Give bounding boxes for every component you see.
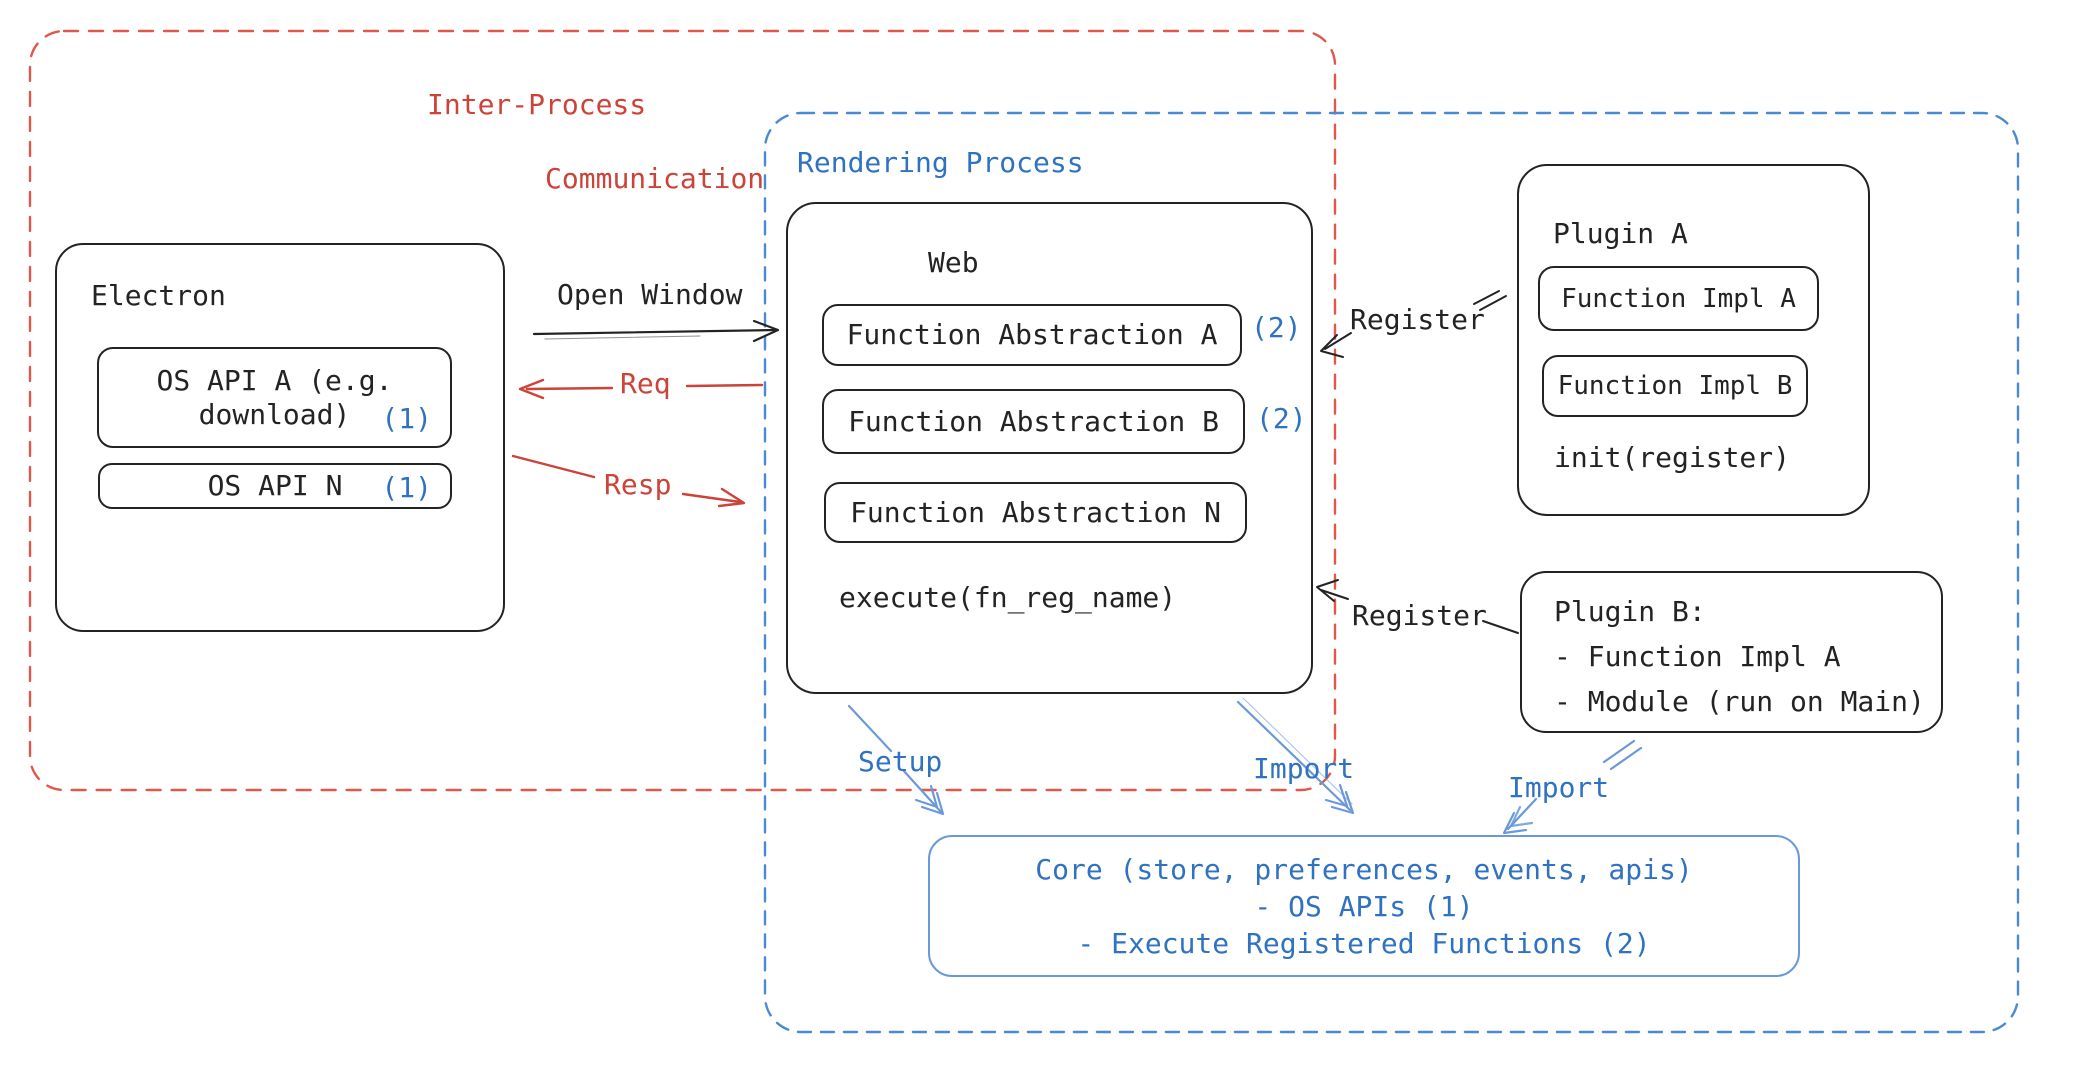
register-bottom-label: Register: [1352, 599, 1487, 632]
plugin-a-impl-a-label: Function Impl A: [1561, 283, 1796, 314]
os-api-a-box: OS API A (e.g. download) (1): [97, 347, 452, 448]
execute-note: execute(fn_reg_name): [839, 581, 1177, 614]
os-api-a-line2: download): [198, 397, 351, 431]
plugin-b-line3: - Module (run on Main): [1554, 685, 1925, 718]
plugin-b-line2: - Function Impl A: [1554, 640, 1841, 673]
core-line3: - Execute Registered Functions (2): [1077, 926, 1651, 960]
open-window-arrow: [532, 319, 780, 343]
fn-abstraction-b-badge: (2): [1256, 402, 1307, 435]
register-top-label: Register: [1350, 303, 1485, 336]
os-api-n-badge: (1): [381, 471, 432, 504]
core-text: Core (store, preferences, events, apis)-…: [1035, 851, 1692, 962]
plugin-b-line1: Plugin B:: [1554, 595, 1706, 628]
ipc-label-line1: Inter-Process: [427, 88, 647, 121]
req-label: Req: [620, 367, 671, 400]
fn-abstraction-n-box: Function Abstraction N: [824, 482, 1247, 543]
plugin-b-box: [1520, 571, 1943, 733]
os-api-n-label: OS API N: [207, 469, 343, 502]
fn-abstraction-a-badge: (2): [1251, 311, 1302, 344]
plugin-a-init-note: init(register): [1554, 441, 1791, 474]
plugin-a-box: [1517, 164, 1870, 516]
setup-label: Setup: [858, 745, 943, 778]
core-line1: Core (store, preferences, events, apis): [1035, 852, 1693, 886]
core-line2: - OS APIs (1): [1254, 889, 1474, 923]
os-api-n-box: OS API N (1): [98, 463, 452, 509]
import-plugin-label: Import: [1508, 771, 1610, 804]
fn-abstraction-n-label: Function Abstraction N: [850, 495, 1221, 529]
plugin-a-impl-b-box: Function Impl B: [1542, 355, 1808, 417]
ipc-group-label: Inter-Process Communication: [427, 86, 764, 197]
fn-abstraction-a-label: Function Abstraction A: [846, 318, 1218, 351]
plugin-b-text: Plugin B: - Function Impl A - Module (run …: [1554, 589, 1925, 724]
os-api-a-line1: OS API A (e.g.: [156, 363, 393, 397]
plugin-a-impl-a-box: Function Impl A: [1538, 266, 1819, 331]
electron-title: Electron: [91, 279, 226, 312]
rendering-group-label: Rendering Process: [797, 146, 1084, 179]
plugin-a-title: Plugin A: [1553, 217, 1688, 250]
import-web-label: Import: [1253, 752, 1355, 785]
fn-abstraction-b-label: Function Abstraction B: [848, 404, 1219, 438]
web-title: Web: [928, 246, 979, 279]
fn-abstraction-b-box: Function Abstraction B: [822, 389, 1245, 454]
web-box: [786, 202, 1313, 694]
plugin-a-impl-b-label: Function Impl B: [1557, 371, 1793, 401]
open-window-label: Open Window: [557, 278, 743, 311]
resp-label: Resp: [604, 468, 672, 501]
fn-abstraction-a-box: Function Abstraction A: [822, 304, 1242, 366]
core-box: Core (store, preferences, events, apis)-…: [928, 835, 1800, 977]
electron-box: [55, 243, 505, 632]
ipc-label-line2: Communication: [545, 162, 765, 195]
os-api-a-badge: (1): [381, 402, 432, 435]
